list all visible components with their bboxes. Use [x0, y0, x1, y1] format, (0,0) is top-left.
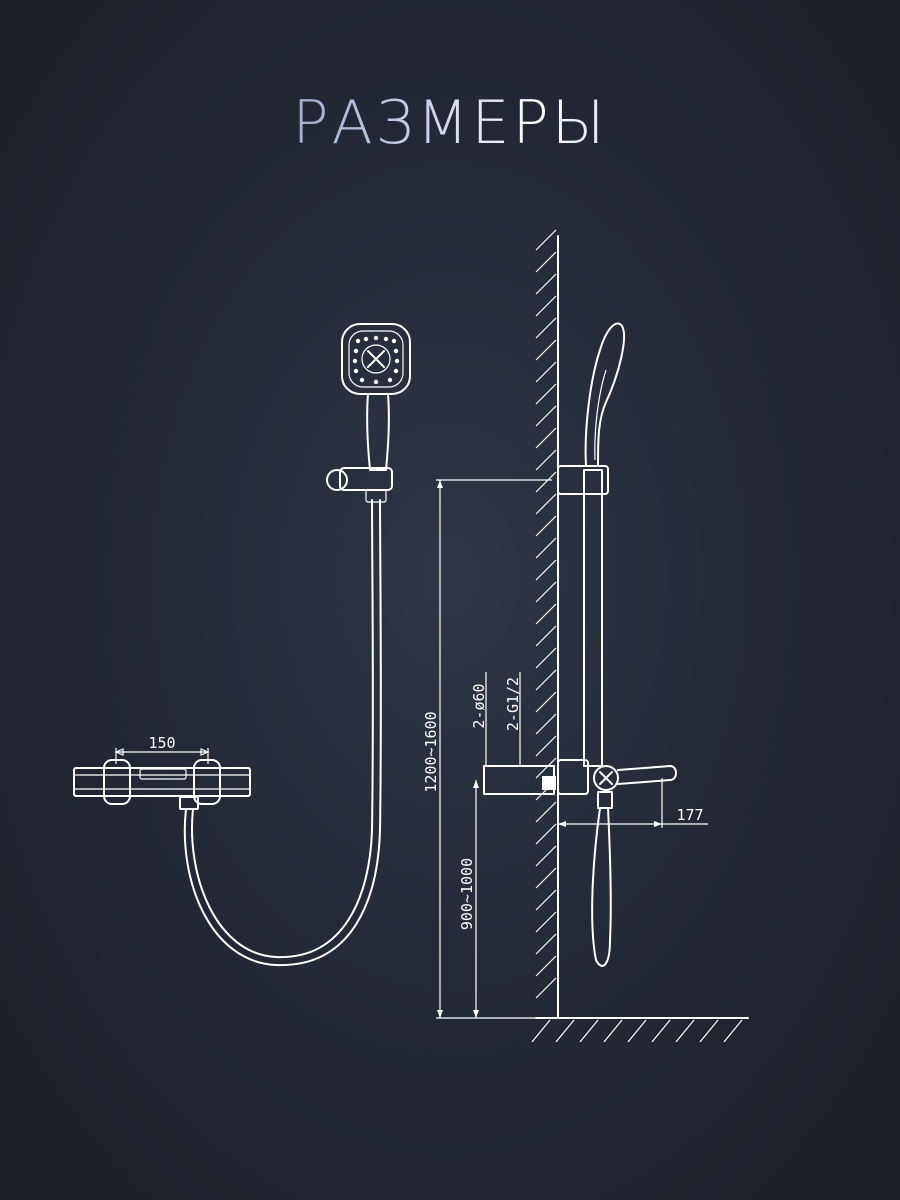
- wall-section: [531, 229, 749, 1043]
- slide-bar-bracket: [557, 465, 609, 495]
- hose-side: [591, 807, 612, 967]
- dimension-150-label: 150: [148, 734, 175, 752]
- handle-lever-side: [617, 765, 677, 785]
- side-view: [483, 322, 677, 967]
- dimension-177-label: 177: [676, 806, 703, 824]
- outlet-side: [597, 791, 613, 809]
- slide-bar: [583, 469, 603, 767]
- dimension-1200-1600: 1200~1600: [422, 479, 552, 1019]
- mixer-body-side: [557, 759, 589, 795]
- dimension-flange-label: 2-ø60: [470, 683, 488, 728]
- hand-shower-front: [341, 323, 411, 471]
- wall-hatching: [535, 229, 557, 999]
- dimension-177: 177: [558, 778, 708, 828]
- handle-knob-side: [593, 765, 619, 791]
- dimension-thread-label: 2-G1/2: [504, 677, 522, 731]
- floor-hatching: [531, 1019, 743, 1043]
- eccentric-fitting: [542, 776, 556, 790]
- dimension-thread: 2-G1/2: [504, 672, 522, 766]
- dimension-flange: 2-ø60: [470, 672, 488, 766]
- shower-holder-front: [326, 467, 393, 503]
- front-view: 150: [73, 323, 411, 967]
- dimension-150: 150: [114, 734, 210, 764]
- dimension-1200-1600-label: 1200~1600: [422, 711, 440, 792]
- dimension-900-1000: 900~1000: [458, 780, 479, 1018]
- dimension-900-1000-label: 900~1000: [458, 858, 476, 930]
- shower-hose-front: [183, 499, 382, 967]
- page-title: РАЗМЕРЫ: [0, 88, 900, 158]
- mixer-body-front: [73, 759, 251, 810]
- hand-shower-side: [584, 322, 625, 467]
